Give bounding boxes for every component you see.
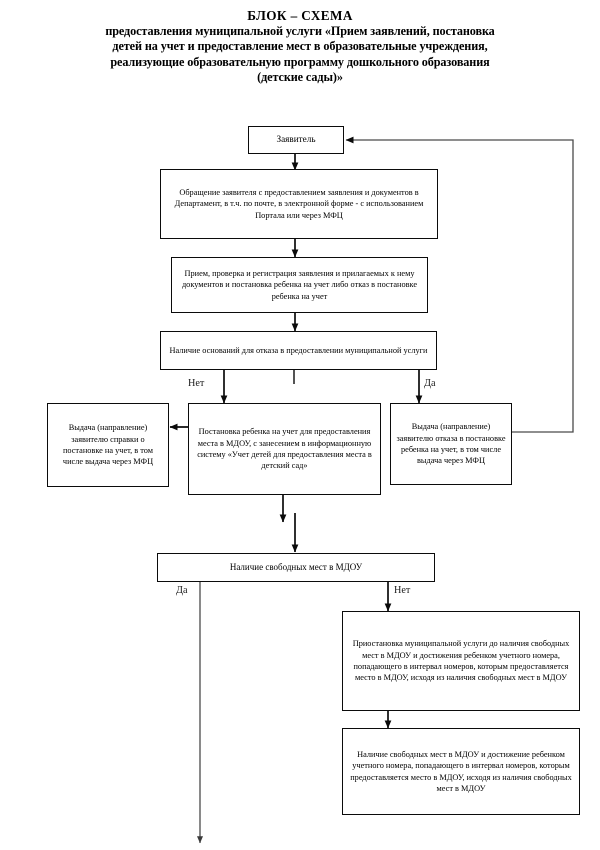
node-registration-label: Прием, проверка и регистрация заявления … (181, 268, 418, 301)
node-issue-certificate-label: Выдача (направление) заявителю справки о… (62, 423, 154, 467)
edge-label-places-no: Нет (394, 585, 411, 596)
page-title: БЛОК – СХЕМА предоставления муниципально… (20, 8, 580, 86)
node-request-label: Обращение заявителя с предоставлением за… (174, 187, 424, 220)
node-suspend-service[interactable]: Приостановка муниципальной услуги до нал… (342, 611, 580, 711)
node-issue-refusal[interactable]: Выдача (направление) заявителю отказа в … (390, 403, 512, 485)
node-issue-refusal-label: Выдача (направление) заявителю отказа в … (396, 422, 506, 466)
title-line-2: предоставления муниципальной услуги «При… (105, 23, 495, 38)
node-places-available-label: Наличие свободных мест в МДОУ и достижен… (350, 749, 572, 793)
edge-label-refusal-yes: Да (424, 378, 436, 389)
edge-label-refusal-no: Нет (188, 378, 205, 389)
node-refusal-grounds-label: Наличие оснований для отказа в предостав… (169, 345, 428, 355)
node-request[interactable]: Обращение заявителя с предоставлением за… (160, 169, 438, 239)
node-refusal-grounds[interactable]: Наличие оснований для отказа в предостав… (160, 331, 437, 370)
title-line-3: детей на учет и предоставление мест в об… (112, 39, 488, 54)
node-issue-certificate[interactable]: Выдача (направление) заявителю справки о… (47, 403, 169, 487)
node-registration[interactable]: Прием, проверка и регистрация заявления … (171, 257, 428, 313)
node-applicant[interactable]: Заявитель (248, 126, 344, 154)
node-enroll-child-label: Постановка ребенка на учет для предостав… (197, 427, 372, 471)
node-enroll-child[interactable]: Постановка ребенка на учет для предостав… (188, 403, 381, 495)
title-line-5: (детские сады)» (257, 70, 343, 85)
title-line-4: реализующие образовательную программу до… (110, 54, 490, 69)
node-free-places[interactable]: Наличие свободных мест в МДОУ (157, 553, 435, 582)
node-places-available[interactable]: Наличие свободных мест в МДОУ и достижен… (342, 728, 580, 815)
node-suspend-service-label: Приостановка муниципальной услуги до нал… (352, 639, 570, 683)
title-line-1: БЛОК – СХЕМА (247, 8, 353, 23)
node-free-places-label: Наличие свободных мест в МДОУ (229, 561, 363, 572)
node-applicant-label: Заявитель (276, 134, 316, 145)
edge-label-places-yes: Да (176, 585, 188, 596)
